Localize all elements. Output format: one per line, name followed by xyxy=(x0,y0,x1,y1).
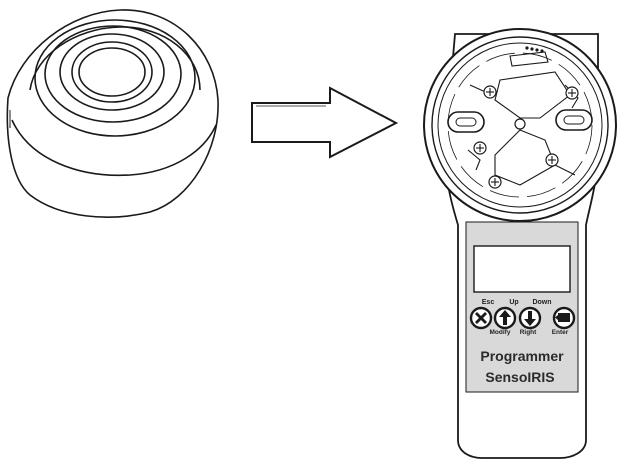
enter-icon xyxy=(555,313,570,322)
down-label: Down xyxy=(532,299,551,306)
esc-label: Esc xyxy=(482,299,495,306)
right-label: Right xyxy=(520,329,537,336)
x-icon xyxy=(475,312,487,324)
programmer-title: Programmer xyxy=(480,348,564,364)
esc-button[interactable]: Esc xyxy=(469,299,495,330)
detector-head xyxy=(6,9,219,218)
programmer-device: Esc Up Modify Down Right xyxy=(423,28,617,459)
up-modify-button[interactable]: Up Modify xyxy=(490,299,519,336)
enter-label: Enter xyxy=(552,329,569,336)
up-label: Up xyxy=(509,299,518,306)
arrow-right-icon xyxy=(251,86,399,159)
display-screen xyxy=(473,245,571,293)
down-right-button[interactable]: Down Right xyxy=(518,299,552,336)
enter-button[interactable]: Enter xyxy=(552,306,576,336)
arrow-down-icon xyxy=(524,311,536,326)
button-row: Esc Up Modify Down Right xyxy=(469,299,576,336)
arrow-up-icon xyxy=(499,310,511,325)
modify-label: Modify xyxy=(490,329,511,336)
programmer-model: SensoIRIS xyxy=(485,369,554,385)
